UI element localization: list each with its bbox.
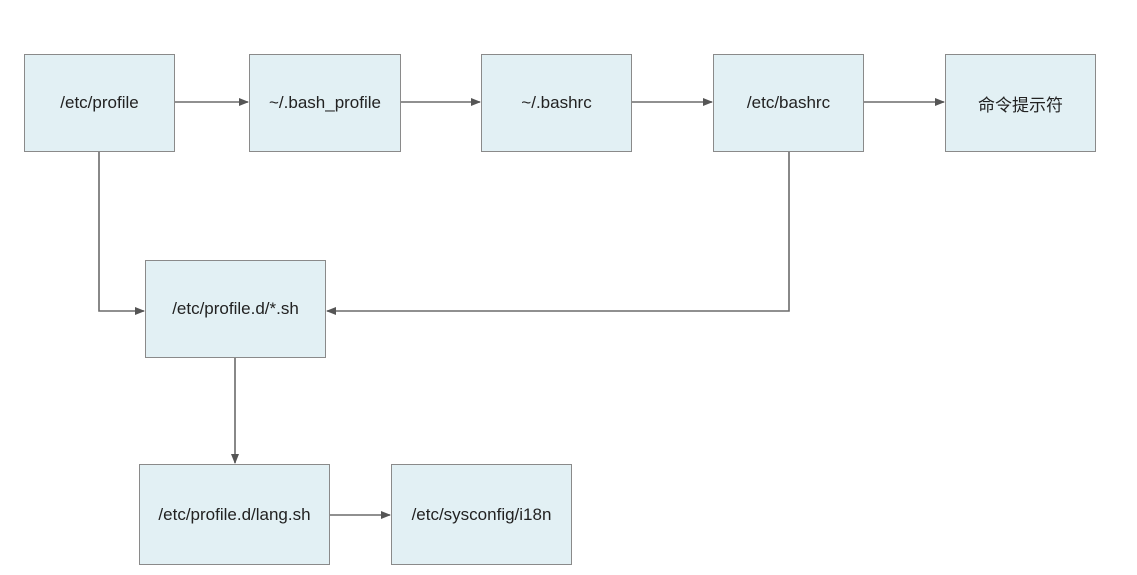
node-label: ~/.bash_profile [269,93,381,112]
node-bashrc-home: ~/.bashrc [481,54,632,152]
node-label: ~/.bashrc [521,93,592,112]
node-bash-profile: ~/.bash_profile [249,54,401,152]
node-profile-d-sh: /etc/profile.d/*.sh [145,260,326,358]
node-label: /etc/sysconfig/i18n [411,504,552,524]
node-label: /etc/profile.d/*.sh [172,299,299,318]
node-label: /etc/profile [60,93,139,112]
node-label: /etc/bashrc [746,93,831,112]
arrow-etc-bashrc-to-profile-d [326,152,790,315]
node-command-prompt: 命令提示符 [945,54,1096,152]
node-label: 命令提示符 [978,95,1063,115]
node-label: /etc/profile.d/lang.sh [158,504,311,524]
node-etc-bashrc: /etc/bashrc [713,54,864,152]
node-lang-sh: /etc/profile.d/lang.sh [139,464,330,565]
arrow-etc-profile-to-profile-d [98,152,145,315]
node-sysconfig-i18n: /etc/sysconfig/i18n [391,464,572,565]
node-etc-profile: /etc/profile [24,54,175,152]
